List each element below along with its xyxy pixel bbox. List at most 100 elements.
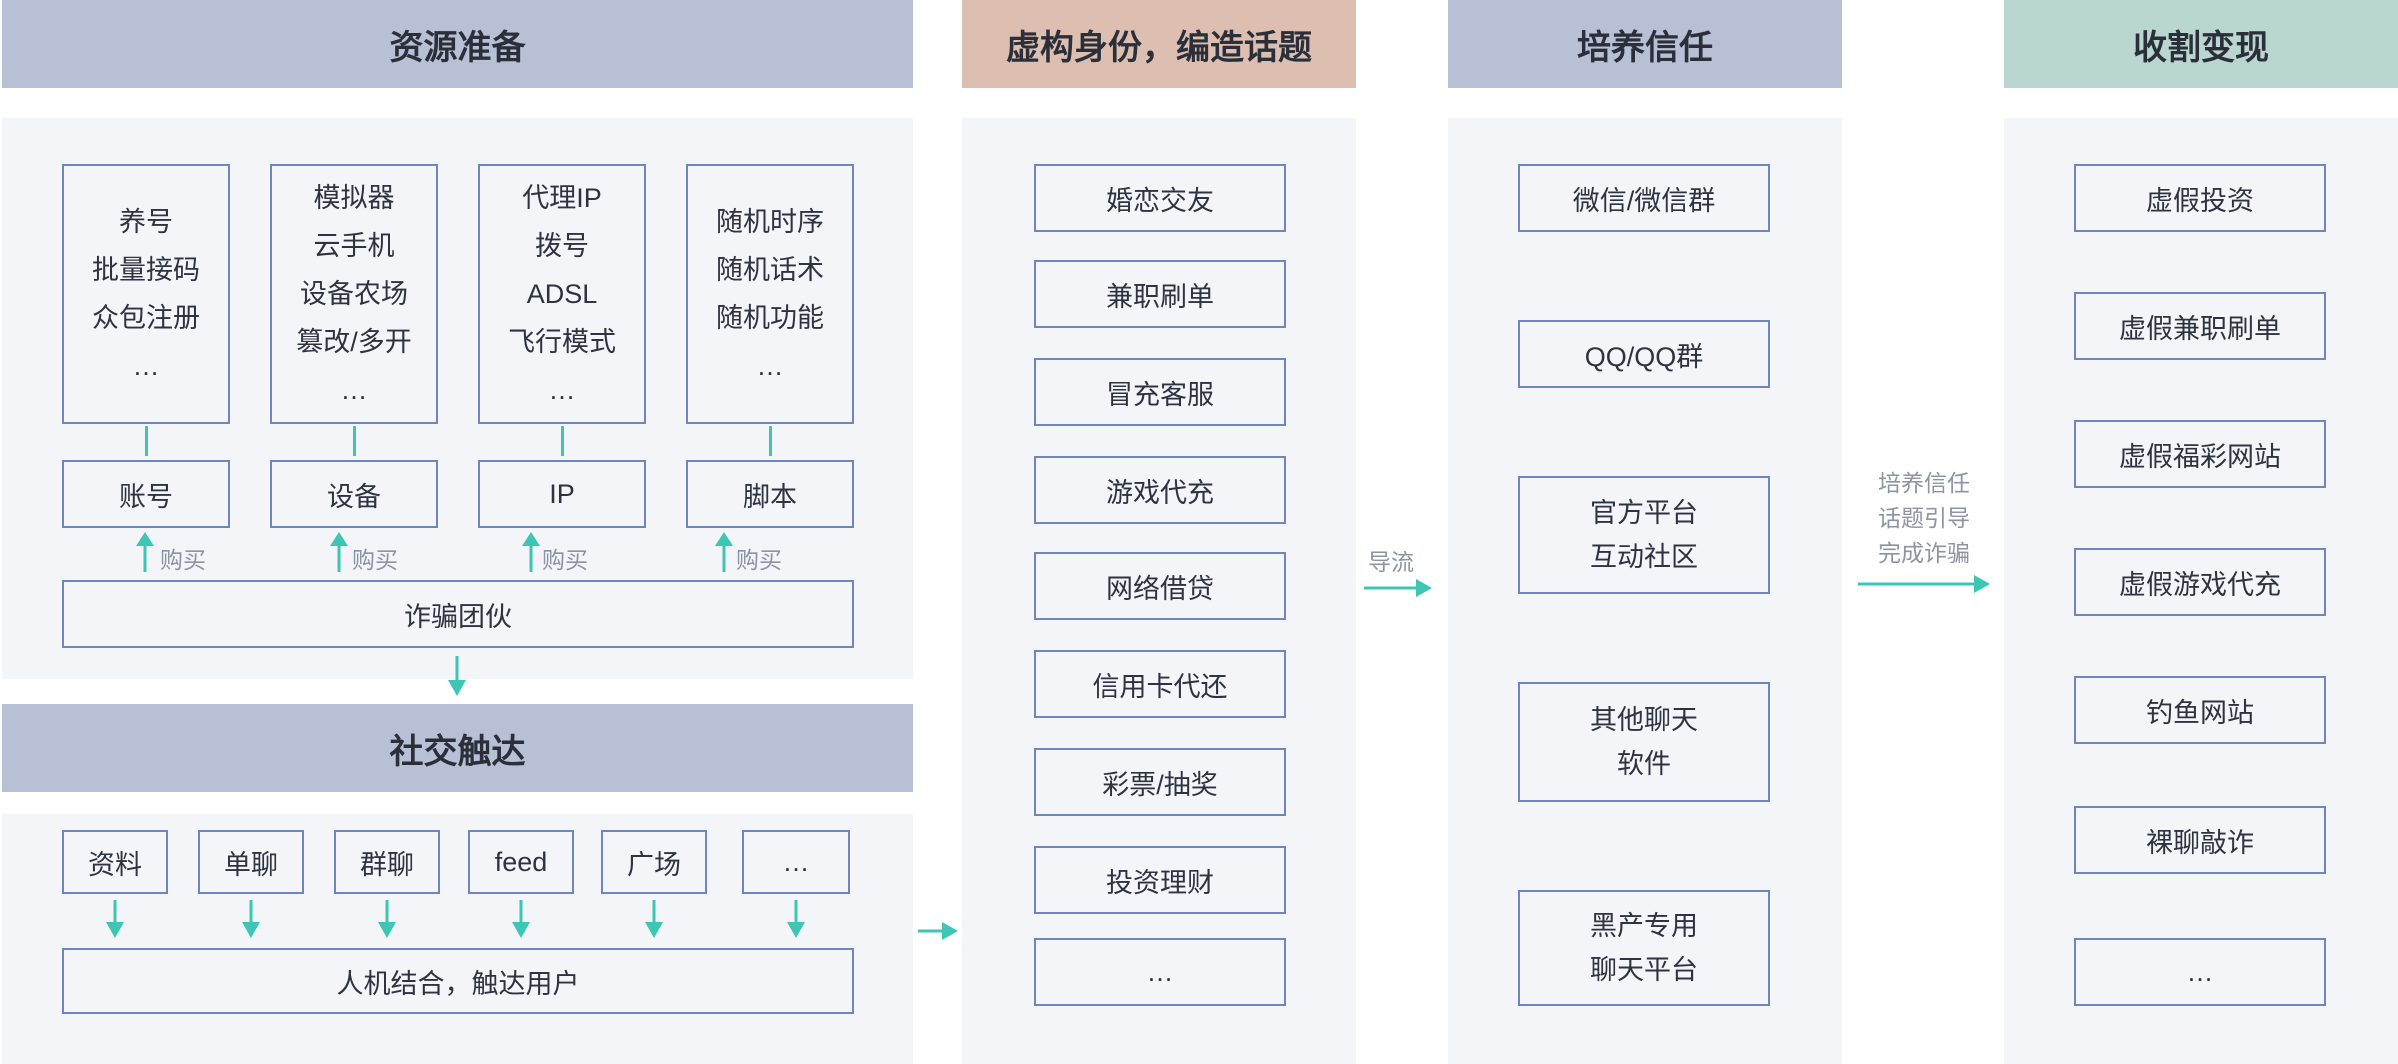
topic-item: 网络借贷 — [1034, 552, 1286, 620]
channel-item: 官方平台 互动社区 — [1518, 476, 1770, 594]
script-box: 脚本 — [686, 460, 854, 528]
channel-item: 黑产专用 聊天平台 — [1518, 890, 1770, 1006]
script-method: 随机时序 — [716, 207, 824, 237]
script-label: 脚本 — [743, 481, 797, 512]
scam-item: 虚假福彩网站 — [2074, 420, 2326, 488]
identity-header: 虚构身份，编造话题 — [962, 0, 1356, 88]
account-method: … — [132, 351, 160, 381]
social-item-label: … — [782, 846, 810, 877]
scam-label: … — [2186, 956, 2214, 987]
topic-item: 投资理财 — [1034, 846, 1286, 914]
connector-line — [561, 426, 564, 456]
social-item-label: feed — [494, 846, 548, 877]
social-item: feed — [468, 830, 574, 894]
social-item-label: 群聊 — [360, 849, 414, 880]
trust-header: 培养信任 — [1448, 0, 1842, 88]
script-method: 随机话术 — [716, 255, 824, 285]
social-title: 社交触达 — [389, 732, 526, 771]
buy-arrow-icon — [136, 532, 154, 572]
identity-title: 虚构身份，编造话题 — [1006, 28, 1312, 67]
gang-label: 诈骗团伙 — [404, 601, 512, 632]
account-box: 账号 — [62, 460, 230, 528]
device-method: 设备农场 — [300, 279, 408, 309]
script-methods-box: 随机时序 随机话术 随机功能 … — [686, 164, 854, 424]
right-arrow-icon — [1858, 575, 1990, 593]
topic-item: 婚恋交友 — [1034, 164, 1286, 232]
channel-label: 黑产专用 — [1590, 911, 1698, 941]
topic-label: 信用卡代还 — [1092, 671, 1228, 702]
down-arrow-icon — [242, 900, 260, 938]
buy-label: 购买 — [160, 547, 206, 573]
buy-label: 购买 — [736, 547, 782, 573]
account-method: 众包注册 — [92, 303, 200, 333]
down-arrow-icon — [106, 900, 124, 938]
resources-title: 资源准备 — [389, 28, 526, 67]
gang-box: 诈骗团伙 — [62, 580, 854, 648]
trust-flow-line: 话题引导 — [1878, 505, 1970, 531]
social-item: 资料 — [62, 830, 168, 894]
buy-label: 购买 — [542, 547, 588, 573]
topic-label: … — [1146, 956, 1174, 987]
scam-item: 虚假投资 — [2074, 164, 2326, 232]
down-arrow-icon — [512, 900, 530, 938]
social-item-label: 单聊 — [224, 849, 278, 880]
scam-label: 虚假投资 — [2146, 185, 2254, 216]
channel-label: 微信/微信群 — [1572, 185, 1716, 216]
social-item: 群聊 — [334, 830, 440, 894]
channel-item: QQ/QQ群 — [1518, 320, 1770, 388]
scam-item: 钓鱼网站 — [2074, 676, 2326, 744]
connector-line — [145, 426, 148, 456]
scam-label: 钓鱼网站 — [2146, 697, 2254, 728]
scam-label: 虚假福彩网站 — [2119, 441, 2281, 472]
reach-users-label: 人机结合，触达用户 — [336, 968, 580, 999]
topic-label: 游戏代充 — [1106, 477, 1214, 508]
ip-method: … — [548, 375, 576, 405]
topic-label: 网络借贷 — [1106, 573, 1214, 604]
ip-methods-box: 代理IP 拨号 ADSL 飞行模式 … — [478, 164, 646, 424]
trust-title: 培养信任 — [1577, 28, 1713, 67]
device-methods-box: 模拟器 云手机 设备农场 篡改/多开 … — [270, 164, 438, 424]
channel-label: 其他聊天 — [1590, 705, 1698, 735]
buy-arrow-icon — [330, 532, 348, 572]
topic-label: 兼职刷单 — [1106, 281, 1214, 312]
social-item: 单聊 — [198, 830, 304, 894]
topic-item: 兼职刷单 — [1034, 260, 1286, 328]
topic-item: 游戏代充 — [1034, 456, 1286, 524]
device-method: 模拟器 — [313, 183, 395, 213]
scam-label: 裸聊敲诈 — [2146, 827, 2254, 858]
ip-method: 拨号 — [535, 231, 589, 261]
down-arrow-icon — [448, 656, 466, 696]
scam-label: 虚假游戏代充 — [2119, 569, 2281, 600]
resources-header: 资源准备 — [2, 0, 913, 88]
account-methods-box: 养号 批量接码 众包注册 … — [62, 164, 230, 424]
account-label: 账号 — [119, 481, 173, 512]
scam-item: 虚假兼职刷单 — [2074, 292, 2326, 360]
scam-item: … — [2074, 938, 2326, 1006]
trust-flow-label: 培养信任 话题引导 完成诈骗 — [1858, 466, 1990, 571]
device-method: … — [340, 375, 368, 405]
scam-item: 虚假游戏代充 — [2074, 548, 2326, 616]
harvest-title: 收割变现 — [2133, 28, 2269, 67]
channel-label: 官方平台 — [1590, 498, 1698, 528]
trust-flow-line: 完成诈骗 — [1878, 540, 1970, 566]
script-method: 随机功能 — [716, 303, 824, 333]
topic-label: 投资理财 — [1106, 867, 1214, 898]
device-label: 设备 — [327, 481, 381, 512]
topic-item: 彩票/抽奖 — [1034, 748, 1286, 816]
script-method: … — [756, 351, 784, 381]
buy-arrow-icon — [715, 532, 733, 572]
topic-item: 信用卡代还 — [1034, 650, 1286, 718]
ip-method: 飞行模式 — [508, 327, 616, 357]
device-method: 篡改/多开 — [296, 327, 412, 357]
social-item: 广场 — [601, 830, 707, 894]
connector-line — [353, 426, 356, 456]
topic-item: 冒充客服 — [1034, 358, 1286, 426]
topic-item: … — [1034, 938, 1286, 1006]
scam-item: 裸聊敲诈 — [2074, 806, 2326, 874]
channel-item: 其他聊天 软件 — [1518, 682, 1770, 802]
ip-box: IP — [478, 460, 646, 528]
channel-label: 聊天平台 — [1590, 955, 1698, 985]
harvest-header: 收割变现 — [2004, 0, 2398, 88]
topic-label: 冒充客服 — [1106, 379, 1214, 410]
channel-label: 互动社区 — [1590, 542, 1698, 572]
